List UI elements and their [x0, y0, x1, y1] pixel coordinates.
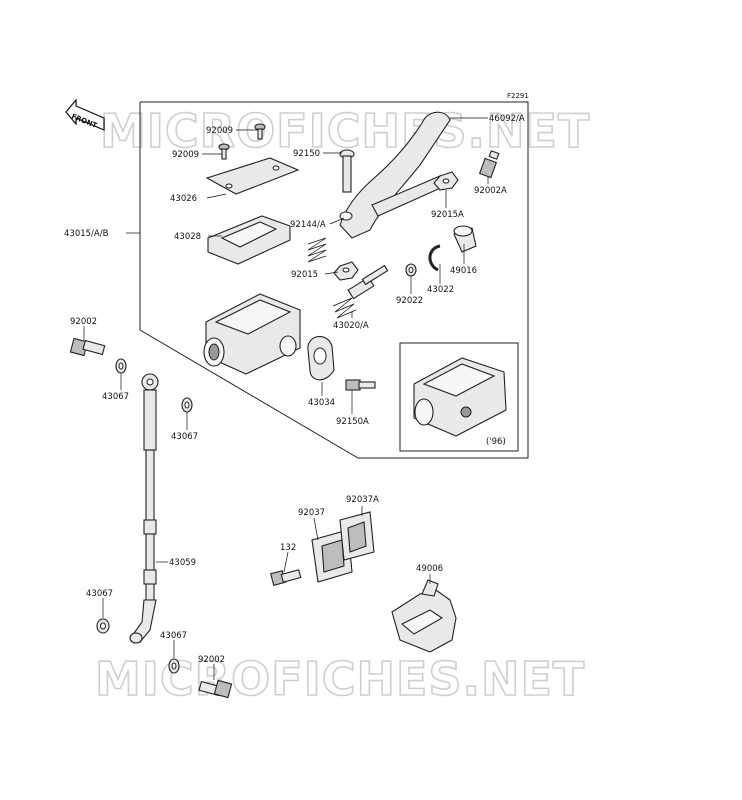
- banjo-bolt-bottom-icon: [198, 679, 233, 699]
- dust-boot-icon: [453, 225, 477, 253]
- label-43067-b: 43067: [171, 432, 198, 442]
- brake-hose-icon: [129, 373, 159, 644]
- label-92022: 92022: [396, 296, 423, 306]
- caliper-icon: [391, 579, 457, 653]
- label-43026: 43026: [170, 194, 197, 204]
- spring-icon: [307, 237, 327, 263]
- label-92150: 92150: [293, 149, 320, 159]
- label-43067-d: 43067: [160, 631, 187, 641]
- label-92037a: 92037A: [346, 495, 379, 505]
- brake-lever-icon: [339, 111, 451, 239]
- label-92009-b: 92009: [172, 150, 199, 160]
- label-43067-a: 43067: [102, 392, 129, 402]
- inset-note: ('96): [486, 437, 506, 447]
- master-cylinder-body-icon: [203, 293, 301, 375]
- brake-pad-icon: [311, 511, 375, 583]
- figure-code: F2291: [507, 92, 529, 100]
- nut-92015-icon: [333, 261, 359, 281]
- watermark-top: MICROFICHES.NET: [100, 104, 590, 158]
- label-92002a: 92002A: [474, 186, 507, 196]
- reservoir-cap-icon: [205, 157, 300, 195]
- label-92144a: 92144/A: [290, 220, 326, 230]
- label-43067-c: 43067: [86, 589, 113, 599]
- washer-92022-icon: [405, 263, 417, 277]
- circlip-icon: [428, 244, 441, 272]
- clamp-icon: [307, 335, 335, 381]
- label-92002-bottom: 92002: [198, 655, 225, 665]
- banjo-bolt-top-icon: [69, 337, 106, 357]
- pivot-bolt-icon: [339, 149, 355, 193]
- adjuster-screw-icon: [478, 150, 500, 179]
- inset-frame: [399, 342, 519, 452]
- label-43015ab: 43015/A/B: [64, 229, 109, 239]
- label-92009-a: 92009: [206, 126, 233, 136]
- nut-92015a-icon: [433, 171, 459, 191]
- label-92002-top: 92002: [70, 317, 97, 327]
- label-92015: 92015: [291, 270, 318, 280]
- front-arrow-icon: FRONT: [65, 98, 105, 131]
- leader-lines: [83, 117, 489, 680]
- label-43034: 43034: [308, 398, 335, 408]
- diaphragm-icon: [207, 215, 291, 265]
- label-49006: 49006: [416, 564, 443, 574]
- watermark-bottom: MICROFICHES.NET: [95, 652, 585, 706]
- label-132: 132: [280, 543, 296, 553]
- label-92150a: 92150A: [336, 417, 369, 427]
- label-43020a: 43020/A: [333, 321, 369, 331]
- inset-master-cylinder-icon: [413, 357, 507, 437]
- label-43022: 43022: [427, 285, 454, 295]
- assembly-frame: [139, 101, 529, 459]
- label-43059: 43059: [169, 558, 196, 568]
- clamp-bolt-icon: [345, 379, 376, 391]
- label-92037: 92037: [298, 508, 325, 518]
- pad-bolt-icon: [269, 569, 302, 587]
- label-43028: 43028: [174, 232, 201, 242]
- label-92015a: 92015A: [431, 210, 464, 220]
- label-49016: 49016: [450, 266, 477, 276]
- label-46092a: 46092/A: [489, 114, 525, 124]
- piston-kit-icon: [332, 264, 389, 319]
